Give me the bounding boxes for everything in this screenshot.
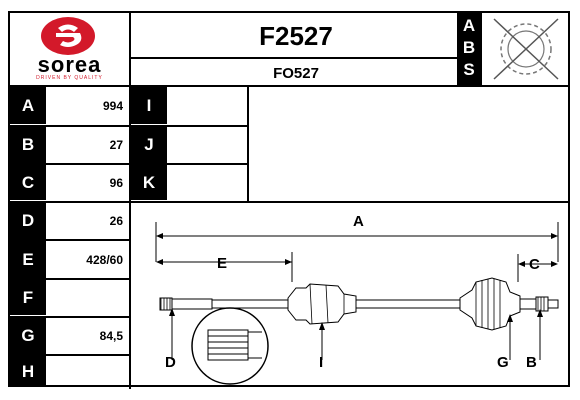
- spec-value-j: [167, 127, 247, 163]
- abs-ring-crossed-icon: [493, 18, 559, 80]
- abs-letter-a: A: [462, 16, 476, 35]
- logo-cell: sorea DRIVEN BY QUALITY: [10, 13, 129, 85]
- marker-g-label: G: [497, 354, 509, 371]
- spec-value-h: [46, 356, 129, 387]
- spec-value-i: [167, 87, 247, 124]
- spec-label-e: E: [10, 241, 46, 278]
- spec-label-g: G: [10, 318, 46, 354]
- spec-label-j: J: [131, 127, 167, 163]
- spec-label-d: D: [10, 203, 46, 239]
- marker-d-label: D: [165, 354, 176, 371]
- spec-sheet: sorea DRIVEN BY QUALITY F2527 FO527 A B …: [8, 11, 570, 389]
- spec-label-c: C: [10, 165, 46, 200]
- spec-value-k: [167, 165, 247, 200]
- marker-b-label: B: [526, 354, 537, 371]
- spec-value-a: 994: [102, 98, 123, 113]
- spec-value-d: 26: [109, 214, 123, 228]
- spec-label-h: H: [10, 356, 46, 387]
- abs-letter-b: B: [462, 38, 476, 57]
- spec-label-a: A: [10, 87, 46, 124]
- spec-value-f: [46, 280, 129, 315]
- part-reference: F2527: [259, 21, 333, 51]
- spec-value-b: 27: [109, 138, 123, 152]
- marker-i-label: I: [319, 354, 324, 371]
- spec-value-g: 84,5: [99, 329, 123, 343]
- abs-letter-s: S: [463, 60, 475, 79]
- spec-label-f: F: [10, 280, 46, 315]
- spec-value-c: 96: [109, 175, 123, 190]
- drive-shaft-drawing: [155, 222, 559, 385]
- spec-label-b: B: [10, 127, 46, 163]
- spec-label-k: K: [131, 165, 167, 200]
- sorea-logo-icon: [41, 17, 95, 55]
- spec-label-i: I: [131, 87, 167, 124]
- dimension-e-label: E: [217, 255, 228, 272]
- brand-name: sorea: [37, 52, 102, 77]
- dimension-a-label: A: [353, 213, 364, 230]
- dimension-c-label: C: [529, 256, 540, 273]
- spec-value-e: 428/60: [86, 252, 123, 267]
- brand-tagline: DRIVEN BY QUALITY: [36, 75, 103, 81]
- abs-indicator: A B S: [458, 13, 480, 85]
- oe-reference: FO527: [273, 65, 319, 82]
